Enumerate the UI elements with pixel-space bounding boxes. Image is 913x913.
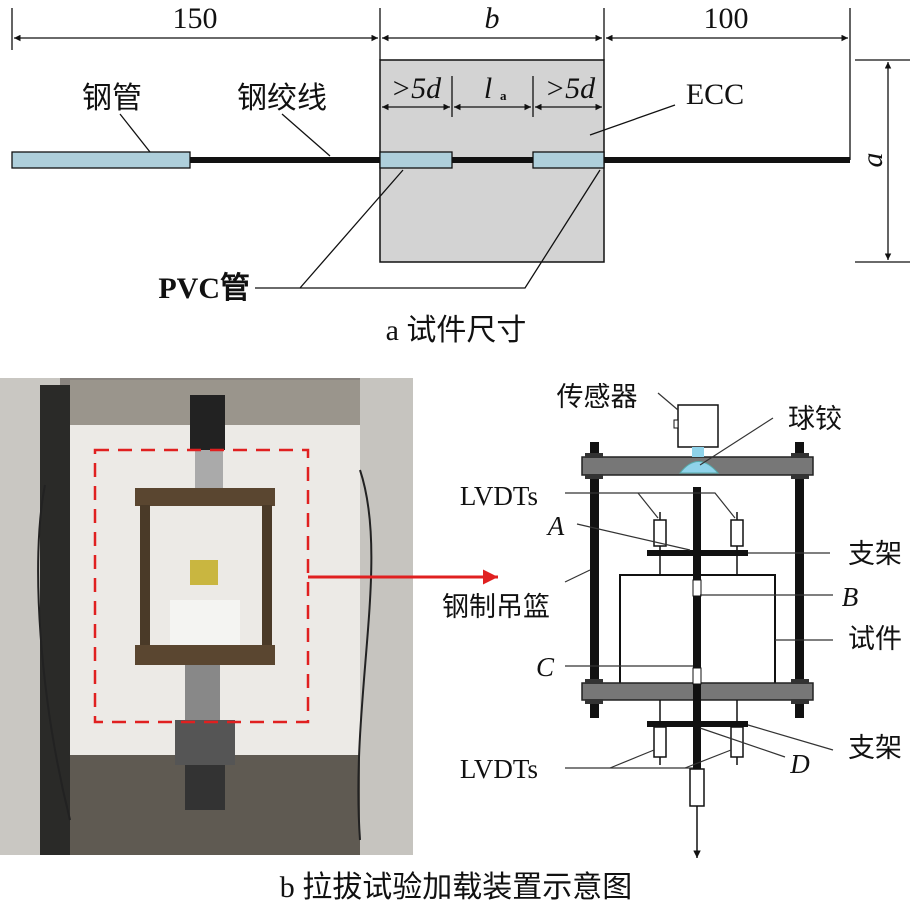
dim-5d-left: >5d bbox=[391, 72, 442, 105]
label-bracket-top: 支架 bbox=[848, 539, 902, 569]
basket-rod-right bbox=[795, 442, 804, 718]
bracket-top bbox=[647, 550, 748, 556]
label-lvdts-bottom: LVDTs bbox=[460, 754, 538, 784]
highlight-dashed-box bbox=[93, 448, 310, 724]
dim-la-subscript: a bbox=[500, 88, 507, 103]
leader-lines bbox=[119, 104, 676, 289]
load-sensor bbox=[677, 404, 719, 448]
loading-schematic: 传感器 球铰 LVDTs A 支架 B 钢制吊篮 试件 C 支架 D LVDTs bbox=[442, 382, 902, 858]
vertical-dimension bbox=[855, 59, 910, 263]
dim-150: 150 bbox=[173, 2, 218, 35]
pvc-tube-left bbox=[379, 151, 453, 169]
dim-5d-right: >5d bbox=[545, 72, 596, 105]
label-steel-pipe: 钢管 bbox=[82, 82, 142, 115]
schematic-leaders bbox=[564, 392, 834, 769]
dim-100: 100 bbox=[704, 2, 749, 35]
label-pvc: PVC管 bbox=[158, 272, 250, 305]
inner-dimension-lines bbox=[382, 76, 602, 117]
dim-a: a bbox=[856, 153, 889, 168]
ball-joint bbox=[678, 461, 720, 474]
label-steel-basket: 钢制吊篮 bbox=[442, 592, 550, 622]
test-setup-photo bbox=[0, 378, 413, 855]
caption-b: b 拉拔试验加载装置示意图 bbox=[280, 871, 633, 904]
label-d-point: D bbox=[789, 749, 810, 779]
label-bracket-bottom: 支架 bbox=[848, 733, 902, 763]
basket-rod-left bbox=[590, 442, 599, 718]
specimen-dimension-drawing: 150 b 100 >5d l a >5d a 钢管 钢 bbox=[11, 2, 910, 347]
label-strand: 钢绞线 bbox=[237, 82, 327, 115]
label-ball-joint: 球铰 bbox=[788, 404, 842, 434]
dim-b: b bbox=[485, 2, 500, 35]
label-ecc: ECC bbox=[686, 78, 744, 111]
label-specimen: 试件 bbox=[848, 624, 902, 654]
dim-la: l bbox=[484, 72, 492, 105]
bracket-bottom bbox=[647, 721, 748, 727]
label-sensor: 传感器 bbox=[557, 382, 638, 412]
nuts bbox=[585, 453, 809, 704]
label-a-point: A bbox=[546, 511, 565, 541]
center-strand bbox=[693, 487, 701, 769]
label-b-point: B bbox=[842, 582, 859, 612]
label-c-point: C bbox=[536, 652, 555, 682]
pvc-tube-right bbox=[532, 151, 605, 169]
caption-a: a 试件尺寸 bbox=[386, 314, 527, 347]
steel-pipe bbox=[11, 151, 191, 169]
label-lvdts-top: LVDTs bbox=[460, 481, 538, 511]
dimension-lines bbox=[11, 8, 851, 160]
